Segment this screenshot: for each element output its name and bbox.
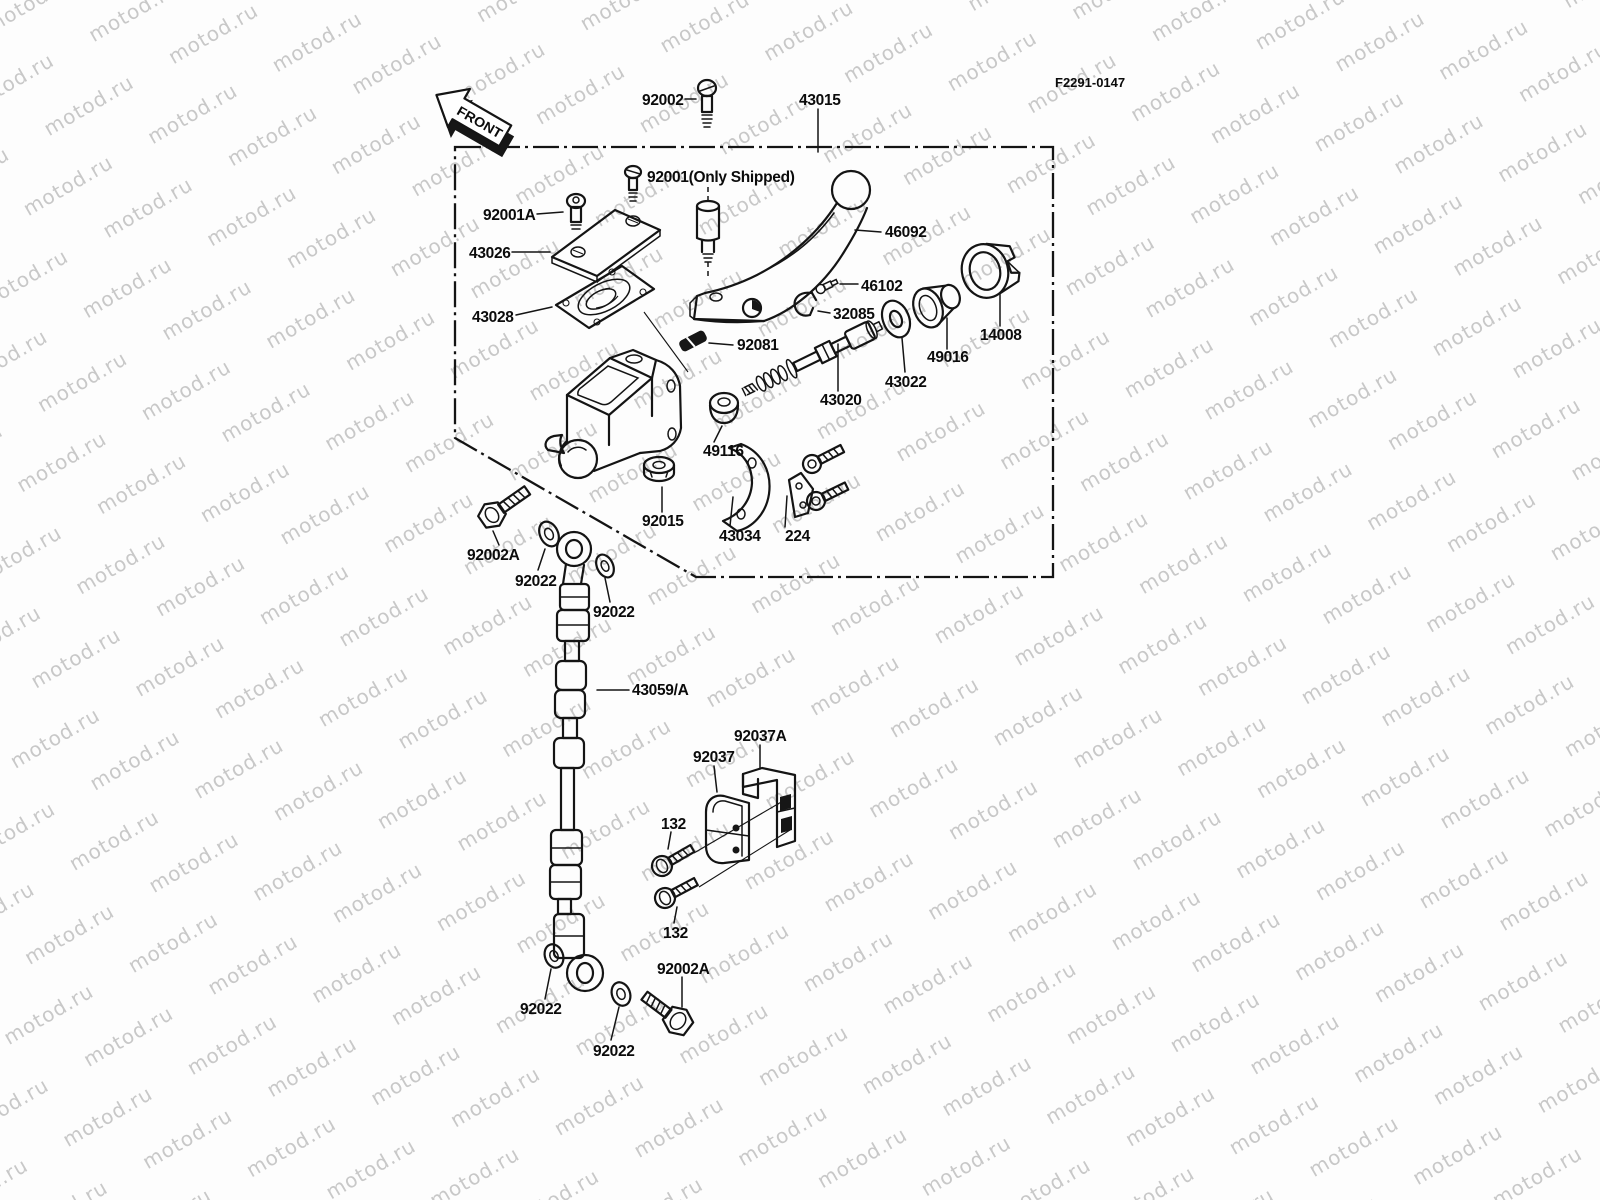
part-cap-43026 — [550, 208, 662, 284]
label-92037: 92037 — [693, 749, 735, 766]
label-92001-only-shipped: 92001(Only Shipped) — [647, 169, 795, 186]
part-banjo-eye-top — [555, 530, 593, 586]
label-224: 224 — [785, 528, 811, 545]
label-43015: 43015 — [799, 92, 841, 109]
label-132-lower: 132 — [663, 925, 688, 942]
label-92022-2: 92022 — [593, 604, 635, 621]
figure-code: F2291-0147 — [1055, 75, 1125, 90]
label-92015: 92015 — [642, 513, 684, 530]
label-43026: 43026 — [469, 245, 511, 262]
part-collar-14008 — [960, 242, 1021, 299]
part-bolt-92002A-upper — [477, 485, 532, 529]
label-92037A: 92037A — [734, 728, 787, 745]
part-master-cylinder-body — [544, 348, 683, 480]
part-clip-32085 — [793, 291, 818, 317]
part-pin-46102 — [815, 278, 839, 295]
part-gasket-43028 — [554, 264, 656, 330]
label-43028: 43028 — [472, 309, 514, 326]
part-bushing-49116 — [708, 391, 740, 425]
label-32085: 32085 — [833, 306, 875, 323]
part-screw-92001A — [565, 192, 587, 230]
label-92001A: 92001A — [483, 207, 536, 224]
part-washer-43022 — [880, 299, 912, 339]
leader-lines — [492, 98, 1001, 1041]
part-screw-92001 — [623, 164, 643, 202]
front-arrow-shape — [435, 87, 513, 148]
part-hose-43059A — [548, 582, 591, 960]
part-pin-92081 — [679, 330, 707, 352]
part-washer-92022-4 — [610, 981, 632, 1007]
label-132-upper: 132 — [661, 816, 686, 833]
label-43059A: 43059/A — [632, 682, 689, 699]
part-lever-46092 — [689, 169, 872, 324]
part-nut-92015 — [642, 455, 676, 483]
label-92002A-upper: 92002A — [467, 547, 520, 564]
label-92002A-lower: 92002A — [657, 961, 710, 978]
label-92022-1: 92022 — [515, 573, 557, 590]
front-arrow: FRONT — [435, 87, 515, 158]
label-49016: 49016 — [927, 349, 969, 366]
label-43020: 43020 — [820, 392, 862, 409]
label-92022-4: 92022 — [593, 1043, 635, 1060]
part-bolt-92002 — [696, 78, 718, 128]
part-bracket-92037A — [741, 766, 797, 849]
part-rod-43020 — [741, 320, 884, 397]
part-bolts-132 — [650, 843, 699, 910]
part-bolt-92002A-lower — [640, 990, 695, 1037]
label-49116: 49116 — [703, 443, 744, 460]
label-46102: 46102 — [861, 278, 903, 295]
part-bolts-224 — [787, 443, 850, 519]
label-92002: 92002 — [642, 92, 684, 109]
part-adjuster-92001 — [695, 199, 721, 263]
label-43034: 43034 — [719, 528, 761, 545]
part-washer-92022-1 — [538, 520, 560, 548]
label-92022-3: 92022 — [520, 1001, 562, 1018]
part-cup-49016 — [912, 283, 961, 329]
label-14008: 14008 — [980, 327, 1022, 344]
part-banjo-eye-bottom — [565, 953, 605, 993]
part-washer-92022-2 — [595, 553, 615, 579]
part-labels: 92002 43015 92001(Only Shipped) 92001A 4… — [467, 92, 1023, 1060]
part-washer-92022-3 — [543, 943, 565, 969]
part-clamp-43034 — [721, 442, 771, 533]
label-46092: 46092 — [885, 224, 927, 241]
label-43022: 43022 — [885, 374, 927, 391]
part-holder-92037 — [704, 794, 751, 865]
label-92081: 92081 — [737, 337, 779, 354]
